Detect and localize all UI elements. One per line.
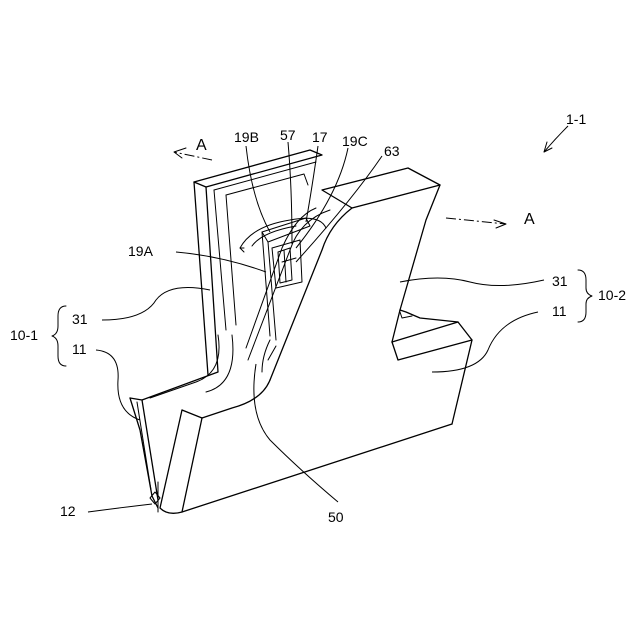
brace-10-2 (578, 270, 592, 322)
label-11-right: 11 (552, 303, 567, 319)
label-10-1: 10-1 (10, 327, 38, 343)
label-19B: 19B (234, 129, 259, 145)
label-57: 57 (280, 127, 296, 143)
label-1-1: 1-1 (566, 111, 586, 127)
label-31-left: 31 (72, 311, 88, 327)
label-17: 17 (312, 129, 328, 145)
assembly-arrow (544, 126, 568, 152)
label-50: 50 (328, 509, 344, 525)
label-19C: 19C (342, 133, 368, 149)
section-line-a-a (174, 148, 506, 228)
label-section-a-right: A (524, 211, 535, 228)
label-11-left: 11 (72, 341, 87, 357)
labels: 1-1 A A 19B 57 17 19C 63 19A 31 11 10-1 … (10, 111, 626, 525)
label-section-a-left: A (196, 137, 207, 154)
leader-lines (88, 142, 544, 512)
label-19A: 19A (128, 243, 154, 259)
label-31-right: 31 (552, 273, 568, 289)
left-member (130, 150, 322, 508)
joint-12-marker (150, 482, 160, 512)
brace-10-1 (52, 306, 66, 366)
label-10-2: 10-2 (598, 287, 626, 303)
label-12: 12 (60, 503, 76, 519)
label-63: 63 (384, 143, 400, 159)
